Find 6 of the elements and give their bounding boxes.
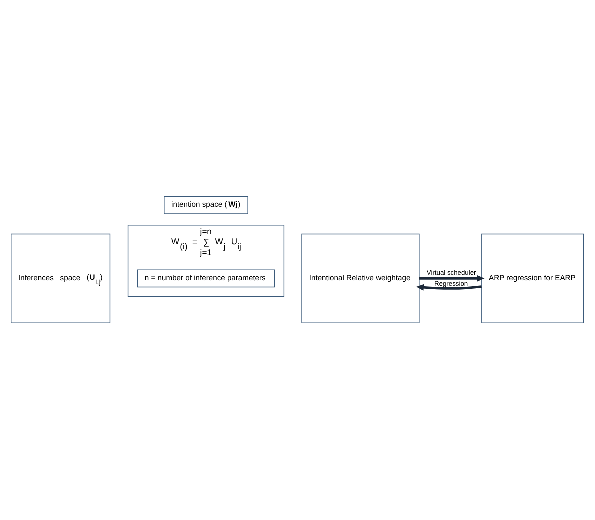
node-box: ARP regression for EARP bbox=[482, 234, 584, 324]
node-box: Intentional Relative weightage bbox=[302, 234, 420, 324]
node-box: n = number of inference parameters bbox=[137, 270, 276, 288]
node-box: intention space (Wj) bbox=[164, 196, 248, 214]
arrow bbox=[416, 284, 482, 291]
arrow bbox=[419, 275, 485, 282]
